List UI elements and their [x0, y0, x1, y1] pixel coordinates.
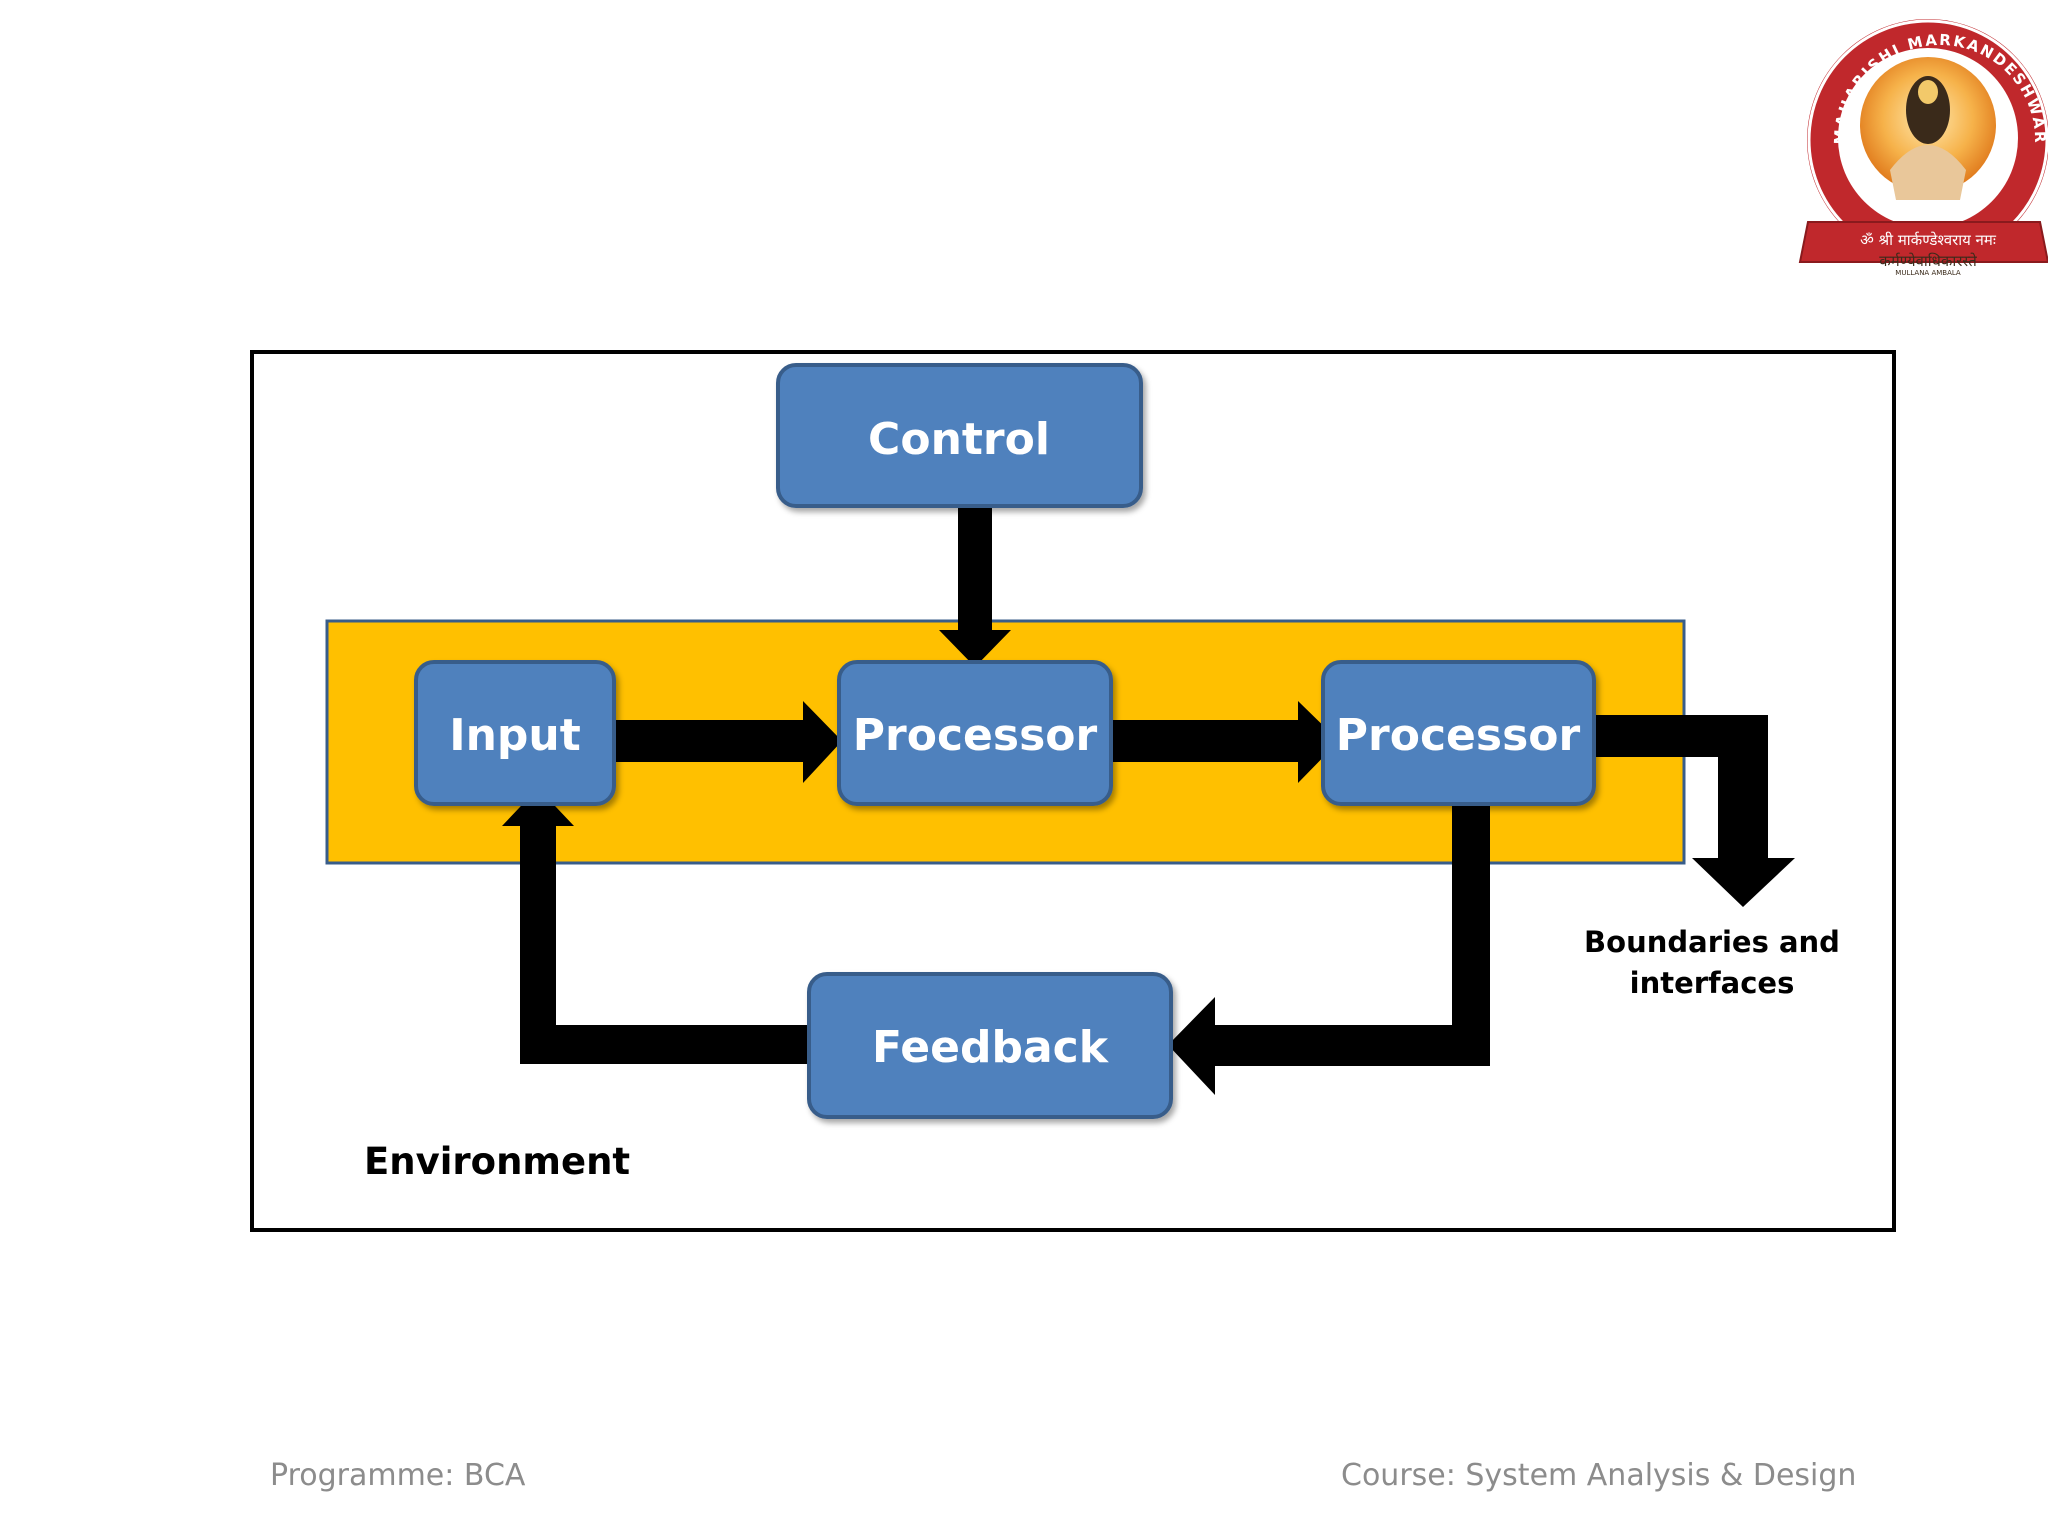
arrow-input-to-processor — [612, 701, 842, 783]
arrow-processor-to-processor — [1110, 701, 1339, 783]
seal-bottom-text: MULLANA AMBALA — [1895, 269, 1961, 277]
processor-box-1: Processor — [837, 660, 1113, 806]
control-box: Control — [776, 363, 1143, 508]
processor-box-2: Processor — [1321, 660, 1596, 806]
boundaries-label-line1: Boundaries and — [1584, 925, 1840, 959]
feedback-label: Feedback — [872, 1022, 1110, 1073]
boundaries-label-line2: interfaces — [1630, 966, 1795, 1000]
processor-1-label: Processor — [853, 710, 1098, 761]
footer-course: Course: System Analysis & Design — [1341, 1458, 1857, 1493]
environment-label: Environment — [364, 1140, 630, 1183]
arrow-control-to-processor — [939, 506, 1011, 667]
feedback-box: Feedback — [807, 972, 1173, 1119]
seal-motto-text: कर्मण्येवाधिकारस्ते — [1879, 252, 1977, 270]
input-box: Input — [414, 660, 616, 806]
seal-ribbon-text: ॐ श्री मार्कण्डेश्वराय नमः — [1860, 231, 1997, 249]
university-seal-logo: MAHARISHI MARKANDESHWAR ॐ श्री मार्कण्डे… — [1798, 19, 2048, 277]
arrow-processor-to-feedback — [1168, 790, 1490, 1095]
control-label: Control — [868, 414, 1050, 465]
input-label: Input — [449, 710, 581, 761]
arrow-feedback-to-input — [502, 788, 810, 1064]
processor-2-label: Processor — [1336, 710, 1581, 761]
footer-programme: Programme: BCA — [270, 1458, 526, 1493]
arrows — [502, 506, 1795, 1095]
arrow-processor-to-output — [1593, 715, 1795, 907]
